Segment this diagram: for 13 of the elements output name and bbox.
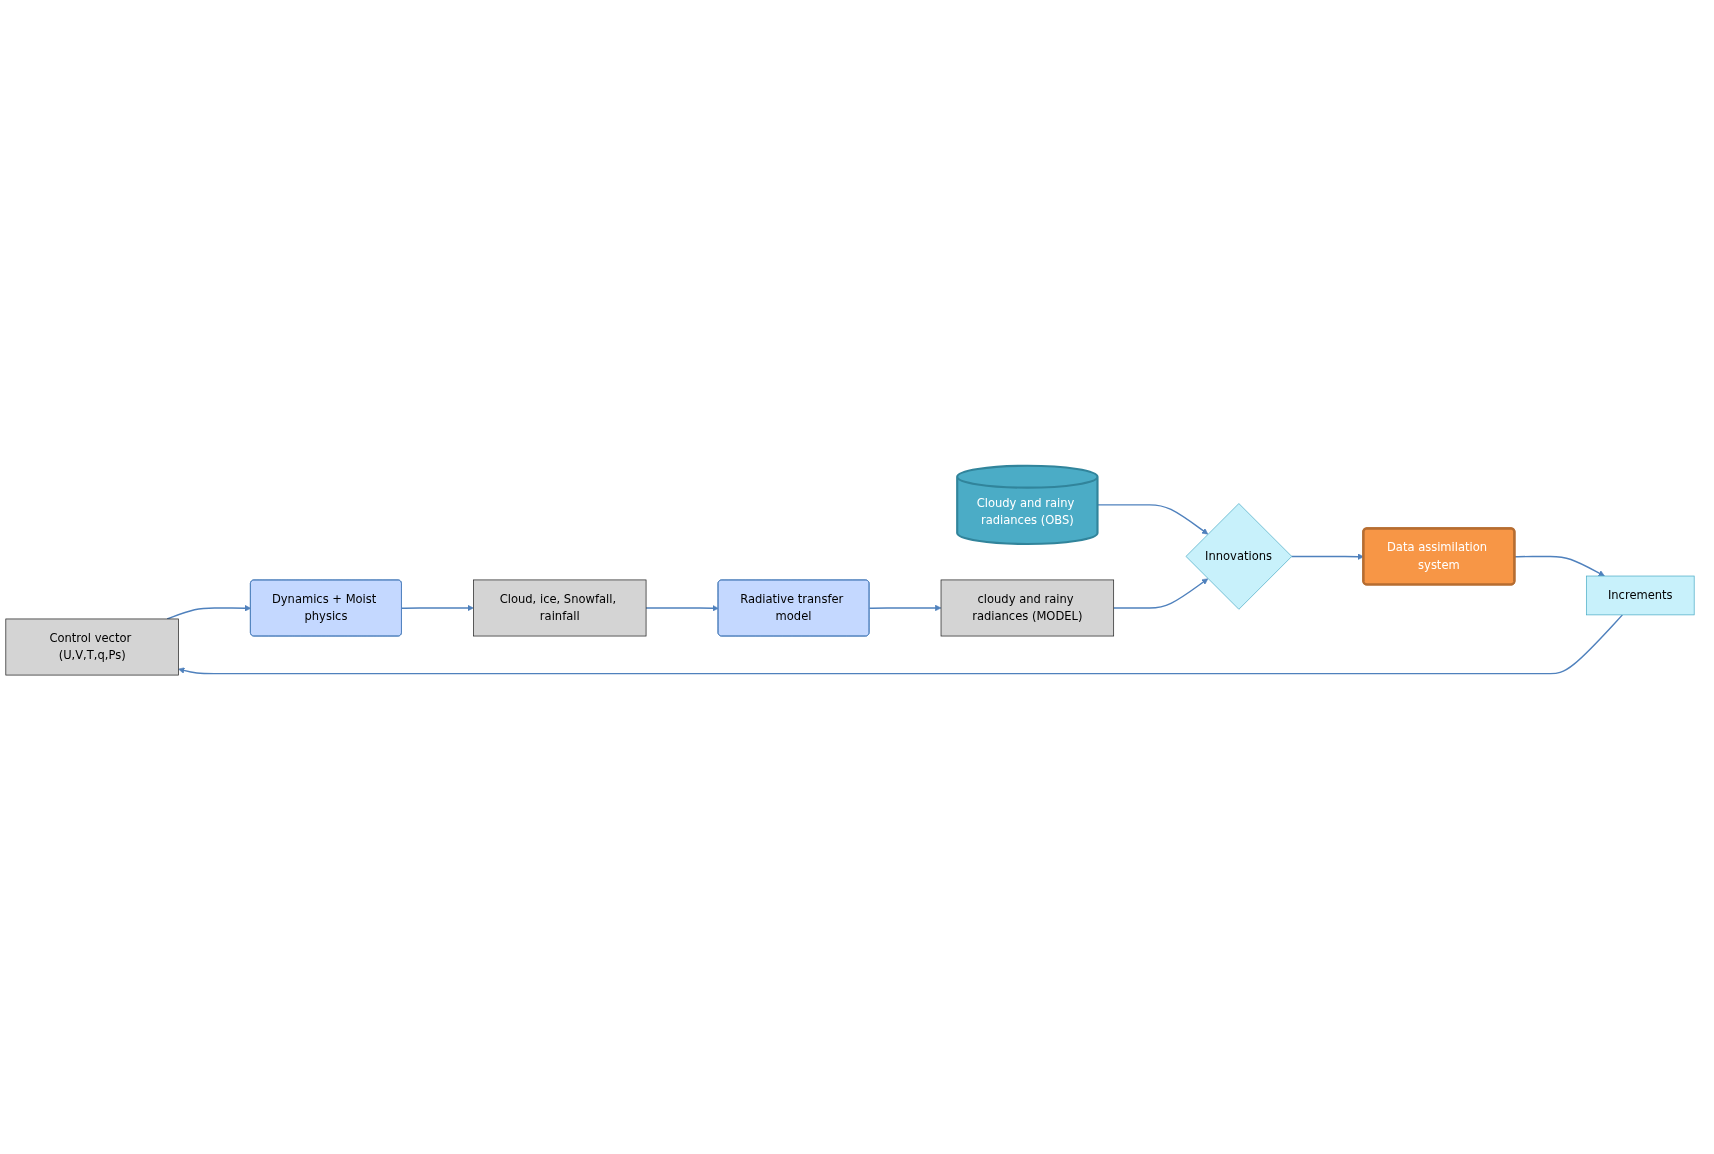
node-box: cloudy and rainy radiances (MODEL) [940,579,1115,636]
arrow [1290,553,1364,560]
arrow [645,604,719,611]
arrow [401,604,474,611]
node-box: Control vector (U,V,T,q,Ps) [5,618,179,675]
node-box: Cloud, ice, Snowfall, rainfall [473,579,647,636]
arrow [1112,578,1209,609]
node-diamond: Innovations [1185,502,1293,610]
arrow [1514,555,1605,576]
arrow [178,613,1624,674]
arrow [868,604,942,611]
arrow [1096,503,1209,534]
node-box: Increments [1586,575,1695,615]
